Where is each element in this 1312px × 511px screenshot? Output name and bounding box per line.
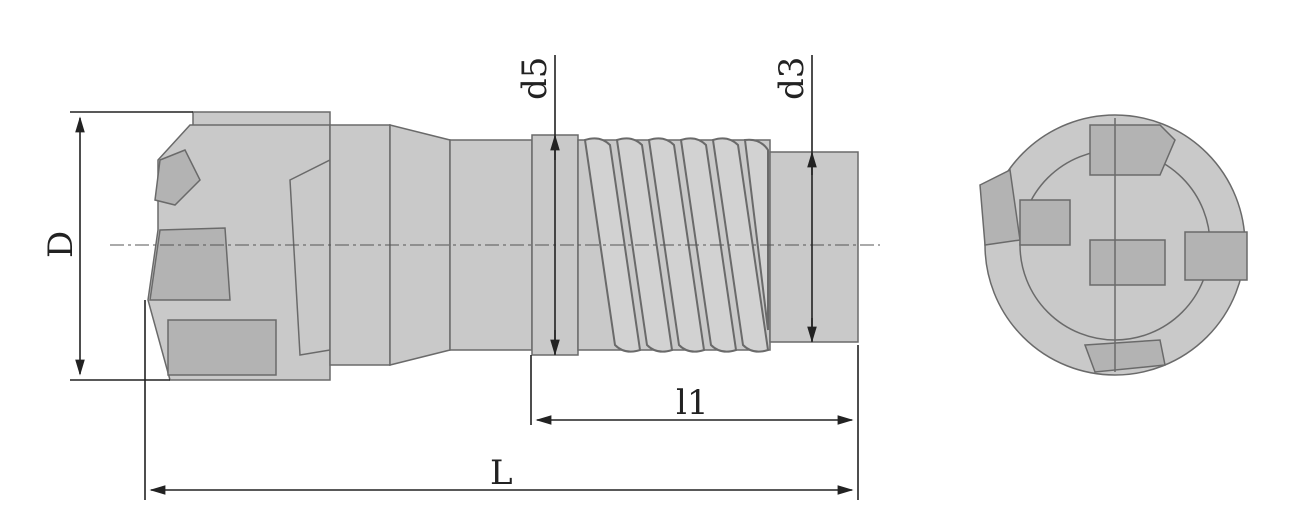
end-view <box>979 114 1248 376</box>
dimensions <box>70 55 859 500</box>
d3-label: d3 <box>772 57 812 100</box>
d5-label: d5 <box>515 57 555 100</box>
side-view <box>147 111 859 381</box>
diameter-label: D <box>41 231 81 258</box>
insert-front <box>149 227 231 301</box>
insert-lower <box>167 319 277 376</box>
length-label: L <box>490 453 513 493</box>
cutting-head <box>147 124 331 381</box>
shank-end <box>769 151 859 343</box>
insert-upper <box>154 149 201 206</box>
l1-label: l1 <box>676 383 709 423</box>
